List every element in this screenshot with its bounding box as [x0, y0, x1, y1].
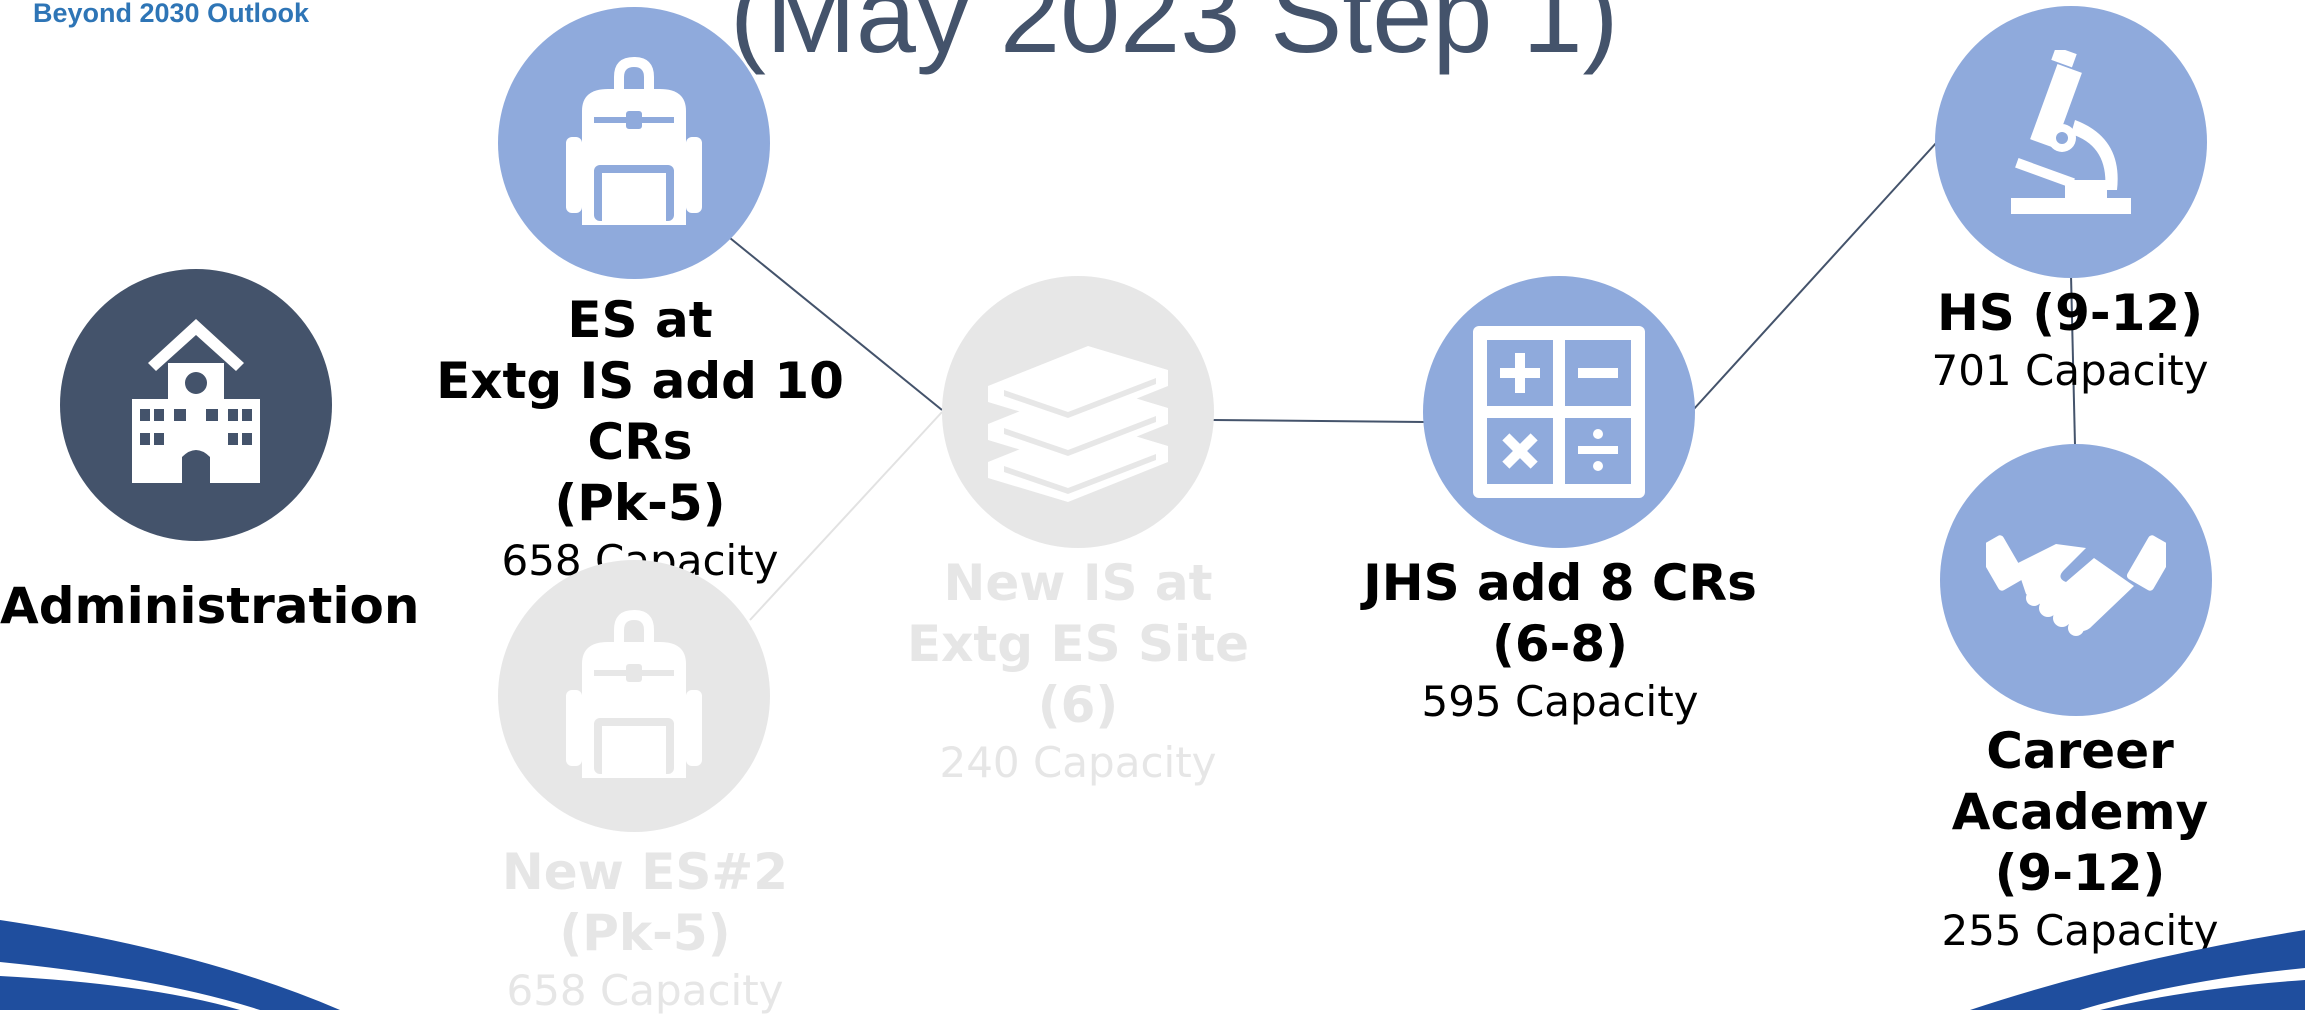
- backpack-icon: [564, 53, 704, 233]
- page-title: (May 2023 Step 1): [730, 0, 1619, 75]
- microscope-icon: [2005, 50, 2145, 240]
- calculator-icon: [1473, 326, 1645, 498]
- connector-es2-to-is: [749, 411, 943, 621]
- connector-is-to-jhs: [1212, 419, 1426, 423]
- new-es2-line1: New ES#2: [501, 843, 789, 901]
- career-line2: (9-12): [1994, 844, 2166, 902]
- books-icon: [978, 326, 1178, 506]
- career-node: [1940, 444, 2212, 716]
- administration-name: Administration: [0, 577, 420, 635]
- new-is-capacity: 240 Capacity: [939, 738, 1217, 787]
- administration-node: [60, 269, 332, 541]
- career-line1: Career Academy: [1951, 722, 2209, 841]
- jhs-capacity: 595 Capacity: [1421, 677, 1699, 726]
- new-is-line2: Extg ES Site: [906, 615, 1250, 673]
- backpack-icon: [564, 606, 704, 786]
- hs-label: HS (9-12) 701 Capacity: [1880, 283, 2260, 398]
- jhs-label: JHS add 8 CRs (6-8) 595 Capacity: [1340, 553, 1780, 729]
- new-es2-capacity: 658 Capacity: [506, 966, 784, 1015]
- new-is-label: New IS at Extg ES Site (6) 240 Capacity: [878, 553, 1278, 790]
- career-label: Career Academy (9-12) 255 Capacity: [1860, 721, 2300, 958]
- school-building-icon: [96, 307, 296, 507]
- header-subtitle: Beyond 2030 Outlook: [33, 0, 310, 28]
- new-is-line1: New IS at: [943, 554, 1213, 612]
- connector-es-to-is: [729, 237, 943, 411]
- career-capacity: 255 Capacity: [1941, 906, 2219, 955]
- hs-line1: HS (9-12): [1936, 284, 2204, 342]
- es-extg-line3: (Pk-5): [554, 474, 726, 532]
- es-extg-line2: Extg IS add 10 CRs: [436, 352, 844, 471]
- new-es2-line2: (Pk-5): [559, 904, 731, 962]
- connector-jhs-to-hs: [1692, 141, 1938, 411]
- es-extg-label: ES at Extg IS add 10 CRs (Pk-5) 658 Capa…: [385, 290, 895, 588]
- jhs-line1: JHS add 8 CRs: [1363, 554, 1757, 612]
- new-es2-label: New ES#2 (Pk-5) 658 Capacity: [435, 842, 855, 1018]
- new-is-line3: (6): [1037, 676, 1119, 734]
- handshake-icon: [1986, 524, 2166, 644]
- hs-node: [1935, 6, 2207, 278]
- administration-label: Administration: [0, 576, 420, 637]
- es-extg-node: [498, 7, 770, 279]
- connector-hs-to-career: [2070, 274, 2076, 446]
- jhs-line2: (6-8): [1491, 615, 1629, 673]
- hs-capacity: 701 Capacity: [1931, 346, 2209, 395]
- jhs-node: [1423, 276, 1695, 548]
- es-extg-line1: ES at: [567, 291, 713, 349]
- new-is-node: [942, 276, 1214, 548]
- new-es2-node: [498, 560, 770, 832]
